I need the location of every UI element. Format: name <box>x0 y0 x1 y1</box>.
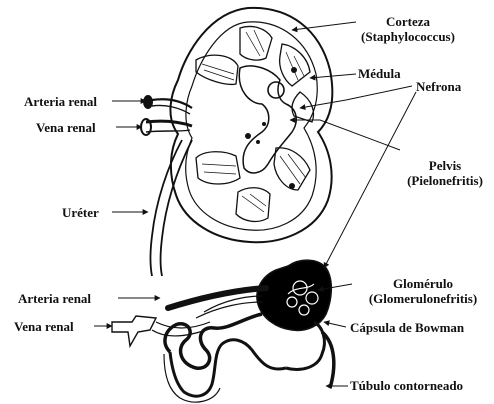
label-vena-renal-bottom: Vena renal <box>14 319 74 334</box>
label-ureter: Uréter <box>62 205 99 220</box>
label-glomerulo: Glomérulo <box>352 276 494 291</box>
cortex-line <box>186 22 318 230</box>
kidney-outline <box>170 8 332 242</box>
bowman-capsule <box>257 260 331 330</box>
renal-vein-bottom-vessel <box>112 316 156 346</box>
label-corteza-group: Corteza (Staphylococcus) <box>356 14 460 44</box>
label-arteria-renal-top: Arteria renal <box>24 94 97 109</box>
label-nefrona: Nefrona <box>416 79 461 94</box>
pyramid-bottom-left <box>196 152 240 184</box>
pyramid-bottom-center <box>236 188 270 222</box>
label-pielonefritis: (Pielonefritis) <box>396 173 494 188</box>
pyramid-top-center <box>240 26 272 60</box>
label-vena-renal-top: Vena renal <box>36 120 96 135</box>
pyramid-top-left <box>196 55 238 84</box>
loop-of-henle <box>170 340 286 396</box>
label-capsula-bowman: Cápsula de Bowman <box>350 320 464 335</box>
leader-capsula <box>324 322 346 327</box>
label-glomerulo-group: Glomérulo (Glomerulonefritis) <box>352 276 494 306</box>
label-tubulo-contorneado: Túbulo contorneado <box>350 378 463 393</box>
label-arteria-renal-bottom: Arteria renal <box>18 291 91 306</box>
kidney-illustration <box>141 8 332 276</box>
label-corteza: Corteza <box>356 14 460 29</box>
label-pelvis-group: Pelvis (Pielonefritis) <box>396 158 494 188</box>
proximal-tubule <box>165 314 262 368</box>
papilla-node <box>268 82 284 98</box>
renal-vein-top-vessel <box>146 121 192 126</box>
nephron-illustration <box>112 260 334 402</box>
label-glomerulonefritis: (Glomerulonefritis) <box>352 291 494 306</box>
label-medula: Médula <box>358 66 401 81</box>
label-staphylococcus: (Staphylococcus) <box>356 29 460 44</box>
label-pelvis: Pelvis <box>396 158 494 173</box>
